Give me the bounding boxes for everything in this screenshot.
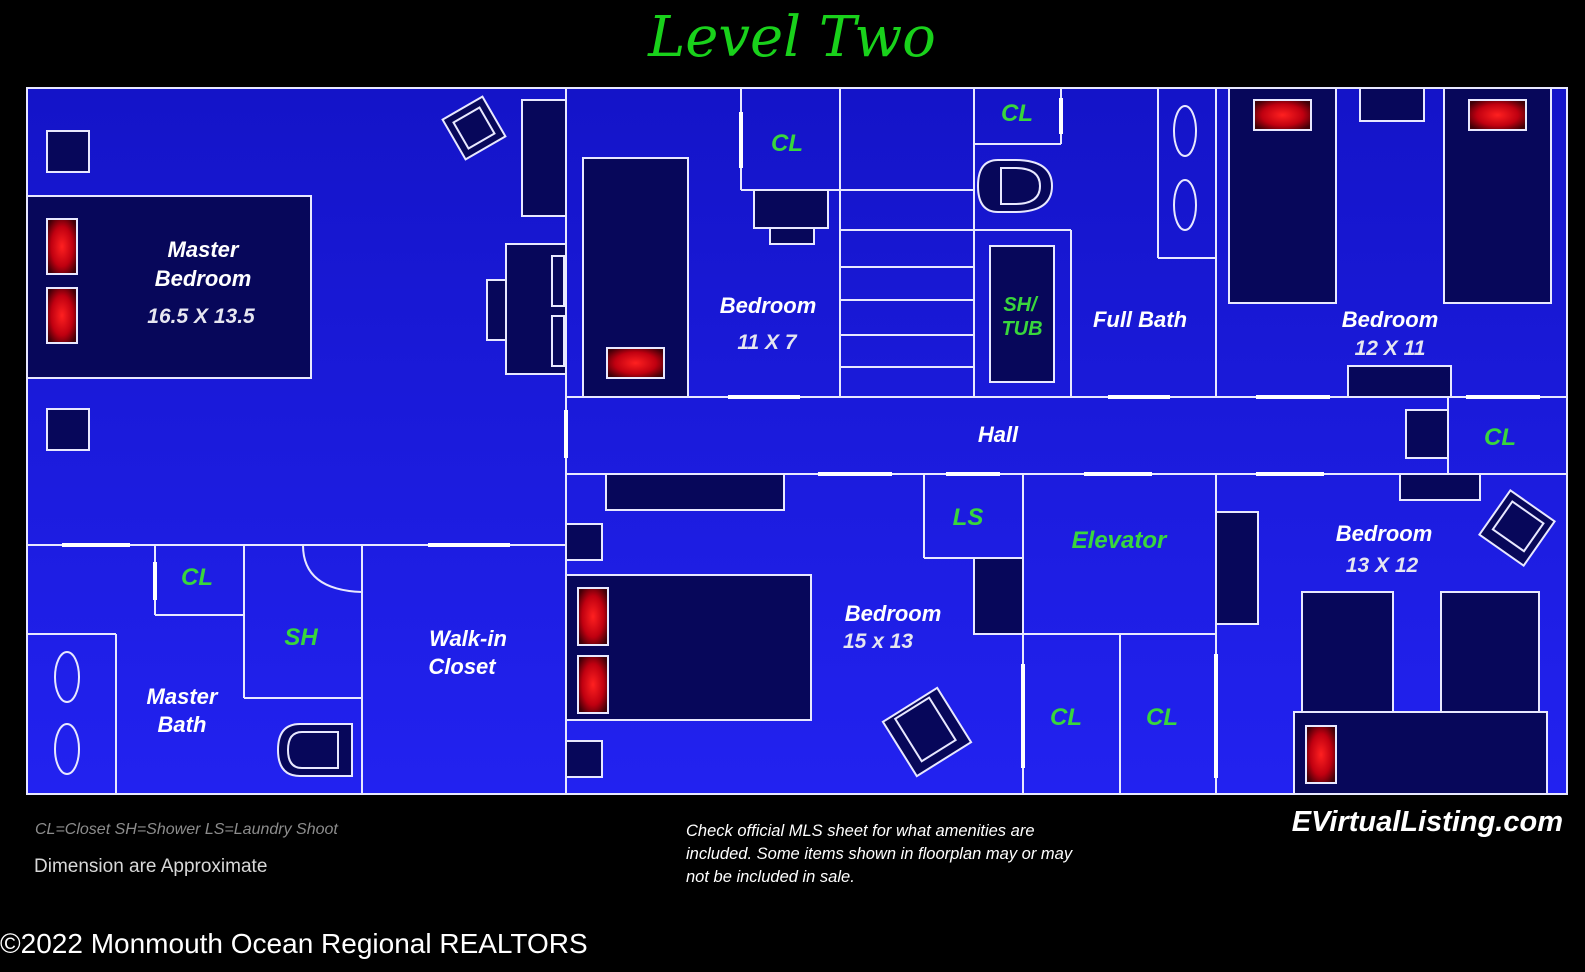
dresser: [605, 473, 785, 511]
shower-tub-label: TUB: [1001, 318, 1042, 340]
closet-label: CL: [181, 564, 213, 591]
sink: [1173, 179, 1197, 231]
bedroom-a-label: Bedroom: [720, 293, 817, 318]
bedroom-d-label: Bedroom: [1336, 521, 1433, 546]
cabinet: [973, 557, 1024, 635]
dresser: [1215, 511, 1259, 625]
closet-label: CL: [1001, 100, 1033, 127]
hall-label: Hall: [978, 422, 1019, 447]
closet-label: CL: [1050, 704, 1082, 731]
disclaimer-note: Check official MLS sheet for what amenit…: [686, 822, 1073, 886]
level-title: Level Two: [647, 5, 936, 70]
copyright-text: ©2022 Monmouth Ocean Regional REALTORS: [0, 928, 588, 959]
walk-in-closet-label: Walk-in: [429, 626, 507, 651]
drawer: [551, 315, 565, 367]
armchair: [881, 686, 973, 778]
furniture: [26, 87, 1556, 795]
closet-label: CL: [1146, 704, 1178, 731]
elevator-label: Elevator: [1072, 527, 1168, 554]
nightstand: [46, 408, 90, 451]
dresser: [521, 99, 567, 217]
laundry-label: LS: [953, 504, 984, 531]
shower-door-arc: [302, 544, 363, 593]
chair: [486, 279, 507, 341]
pillow: [1468, 99, 1527, 131]
armchair: [441, 95, 507, 161]
pillow: [577, 587, 609, 646]
dresser: [1347, 365, 1452, 398]
shower-label: SH: [284, 624, 318, 651]
master-bedroom-label: Bedroom: [155, 266, 252, 291]
bedroom-d-dim: 13 X 12: [1346, 554, 1419, 577]
shelf: [1399, 473, 1481, 501]
closet-label: CL: [771, 130, 803, 157]
bed: [1301, 591, 1394, 713]
closet-label: CL: [1484, 424, 1516, 451]
brand-link[interactable]: EVirtualListing.com: [1291, 806, 1563, 838]
bedroom-b-dim: 12 X 11: [1355, 337, 1426, 360]
nightstand: [565, 740, 603, 778]
bedroom-a-dim: 11 X 7: [737, 331, 797, 354]
bath-fixtures: [54, 105, 1197, 777]
dimension-note: Dimension are Approximate: [34, 856, 268, 877]
bed: [1440, 591, 1540, 713]
shower-tub-label: SH/: [1003, 294, 1039, 316]
bedroom-c-label: Bedroom: [845, 601, 942, 626]
door-marks: [62, 98, 1540, 778]
pillow: [577, 655, 609, 714]
master-bath-label: Master: [147, 684, 219, 709]
pillow: [1253, 99, 1312, 131]
nightstand: [565, 523, 603, 561]
sink: [1173, 105, 1197, 157]
bedroom-b-label: Bedroom: [1342, 307, 1439, 332]
sink: [54, 723, 80, 775]
hall-table: [1405, 409, 1449, 459]
walk-in-closet-label: Closet: [428, 654, 497, 679]
bedroom-c-dim: 15 x 13: [843, 630, 913, 653]
toilet: [276, 723, 353, 777]
desk: [753, 189, 829, 229]
drawer: [551, 255, 565, 307]
chair: [769, 227, 815, 245]
armchair: [1478, 489, 1556, 567]
pillow: [1305, 725, 1337, 784]
master-bedroom-label: Master: [168, 237, 240, 262]
toilet: [976, 159, 1054, 213]
pillows: [46, 99, 1527, 784]
nightstand: [46, 130, 90, 173]
master-bath-label: Bath: [158, 712, 207, 737]
master-bedroom-dim: 16.5 X 13.5: [147, 305, 255, 328]
pillow: [46, 287, 78, 344]
pillow: [46, 218, 78, 275]
sink: [54, 651, 80, 703]
nightstand: [1359, 87, 1425, 122]
abbreviation-legend: CL=Closet SH=Shower LS=Laundry Shoot: [35, 821, 338, 838]
full-bath-label: Full Bath: [1093, 307, 1187, 332]
bathtub: [989, 245, 1055, 383]
pillow: [606, 347, 665, 379]
